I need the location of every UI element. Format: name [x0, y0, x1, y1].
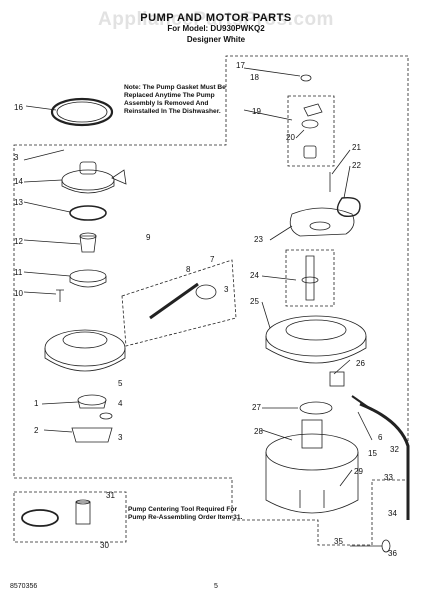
drain-valve-outline	[121, 259, 237, 347]
callout-15: 15	[368, 449, 377, 458]
callout-5: 5	[118, 379, 123, 388]
callout-14: 14	[14, 177, 23, 186]
callout-24: 24	[250, 271, 259, 280]
o-ring	[69, 205, 107, 221]
callout-27: 27	[252, 403, 261, 412]
callout-28: 28	[254, 427, 263, 436]
centering-tool	[75, 501, 91, 525]
motor-adapter	[77, 394, 107, 406]
callout-35: 35	[334, 537, 343, 546]
callout-23: 23	[254, 235, 263, 244]
callout-3: 3	[14, 153, 19, 162]
color-label: Designer White	[186, 35, 246, 44]
pump-cover	[61, 169, 115, 191]
centering-tool-outline	[13, 491, 127, 543]
diagram-title: PUMP AND MOTOR PARTS	[140, 12, 292, 24]
callout-2: 2	[34, 426, 39, 435]
callout-11: 11	[14, 268, 23, 277]
callout-36: 36	[388, 549, 397, 558]
callout-18: 18	[250, 73, 259, 82]
impeller	[79, 235, 97, 253]
callout-25: 25	[250, 297, 259, 306]
chopper	[69, 269, 107, 283]
document-number: 8570356	[10, 583, 38, 590]
callout-19: 19	[252, 107, 261, 116]
pump-group-outline	[13, 55, 409, 546]
centering-tool-gasket	[21, 509, 59, 527]
callout-1: 1	[34, 399, 39, 408]
seal-kit-outline	[287, 95, 335, 167]
drain-valve	[149, 282, 199, 320]
callout-labels: 16 3 14 13 12 11 10 1 2 5 4 3 9 8 7 3 17…	[14, 61, 399, 558]
page-number: 5	[214, 583, 218, 590]
pump-gasket	[50, 97, 114, 127]
model-label: For Model: DU930PWKQ2	[167, 24, 265, 33]
callout-9: 9	[146, 233, 151, 242]
callout-34: 34	[388, 509, 397, 518]
cap	[300, 74, 312, 82]
callout-26: 26	[356, 359, 365, 368]
washer	[299, 401, 333, 415]
callout-29: 29	[354, 467, 363, 476]
callout-13: 13	[14, 198, 23, 207]
pump-base	[265, 315, 367, 357]
callout-22: 22	[352, 161, 361, 170]
callout-4: 4	[118, 399, 123, 408]
drain-motor	[265, 433, 359, 471]
callout-31: 31	[106, 491, 115, 500]
centering-tool-note: Pump Centering Tool Required For Pump Re…	[128, 506, 243, 521]
bracket	[71, 427, 113, 443]
drain-hose	[359, 402, 410, 520]
callout-17: 17	[236, 61, 245, 70]
callout-30: 30	[100, 541, 109, 550]
callout-3b: 3	[118, 433, 123, 442]
seal-housing	[289, 207, 355, 237]
callout-32: 32	[390, 445, 399, 454]
callout-16: 16	[14, 103, 23, 112]
callout-3c: 3	[224, 285, 229, 294]
callout-20: 20	[286, 133, 295, 142]
callout-21: 21	[352, 143, 361, 152]
callout-8: 8	[186, 265, 191, 274]
gasket-note: Note: The Pump Gasket Must Be Replaced A…	[124, 84, 226, 115]
callout-7: 7	[210, 255, 215, 264]
callout-10: 10	[14, 289, 23, 298]
callout-33: 33	[384, 473, 393, 482]
callout-6: 6	[378, 433, 383, 442]
callout-12: 12	[14, 237, 23, 246]
